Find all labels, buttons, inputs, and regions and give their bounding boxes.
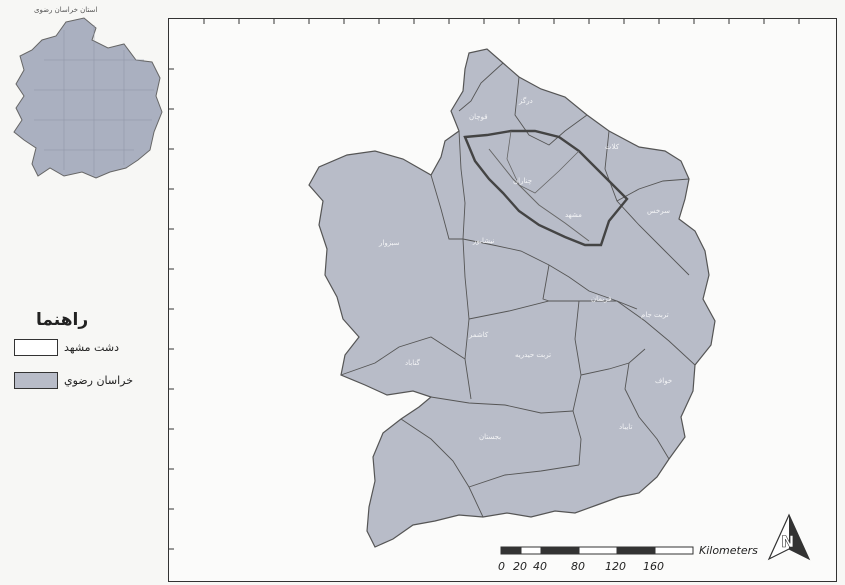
district-borders [340, 62, 696, 518]
district-label: کلات [605, 143, 620, 151]
scale-tick-label: 20 [513, 560, 527, 573]
district-label: نیشابور [472, 237, 494, 245]
district-label: گناباد [405, 358, 420, 367]
mashhad-inner-border [488, 148, 590, 242]
frame-ticks [169, 19, 800, 550]
district-label: تایباد [619, 423, 632, 431]
scale-unit-label: Kilometers [699, 544, 758, 557]
district-label: بجستان [479, 433, 501, 441]
inset-locator-map: استان خراسان رضوی [4, 0, 164, 185]
district-label: چناران [513, 177, 532, 185]
province-shape [308, 48, 716, 548]
legend-label: خراسان رضوي [64, 374, 134, 387]
district-label: خواف [655, 377, 672, 385]
scale-tick-label: 80 [571, 560, 585, 573]
mashhad-plain-boundary [463, 129, 629, 247]
district-label: قوچان [469, 113, 488, 121]
scale-tick-label: 0 [498, 560, 505, 573]
legend-item-khorasan-razavi: خراسان رضوي [14, 372, 133, 389]
north-arrow-icon: N [767, 513, 811, 561]
scale-bar: Kilometers 0 20 40 80 120 160 [498, 544, 758, 573]
north-arrow-letter: N [781, 532, 794, 551]
legend-swatch-white [14, 339, 58, 356]
district-labels: درگز کلات قوچان چناران مشهد سرخس سبزوار … [378, 96, 672, 441]
scale-tick-label: 120 [605, 560, 626, 573]
mashhad-inner-border [506, 130, 580, 194]
legend-title: راهنما [36, 310, 89, 330]
district-label: سرخس [647, 207, 670, 215]
legend-item-mashhad-plain: دشت مشهد [14, 339, 119, 356]
district-label: درگز [518, 96, 533, 105]
district-label: سبزوار [378, 239, 400, 247]
scale-tick-label: 160 [643, 560, 664, 573]
district-label: مشهد [565, 211, 582, 219]
main-map-svg: درگز کلات قوچان چناران مشهد سرخس سبزوار … [169, 19, 811, 573]
legend-label: دشت مشهد [64, 341, 119, 354]
scale-tick-label: 40 [533, 560, 547, 573]
district-label: تربت جام [641, 311, 669, 319]
legend-swatch-gray [14, 372, 58, 389]
district-label: کاشمر [468, 331, 489, 339]
district-label: فریمان [591, 295, 611, 303]
district-label: تربت حیدریه [515, 351, 551, 359]
inset-map-shape [13, 17, 163, 179]
inset-title: استان خراسان رضوی [34, 6, 98, 14]
main-map-frame: درگز کلات قوچان چناران مشهد سرخس سبزوار … [168, 18, 837, 582]
